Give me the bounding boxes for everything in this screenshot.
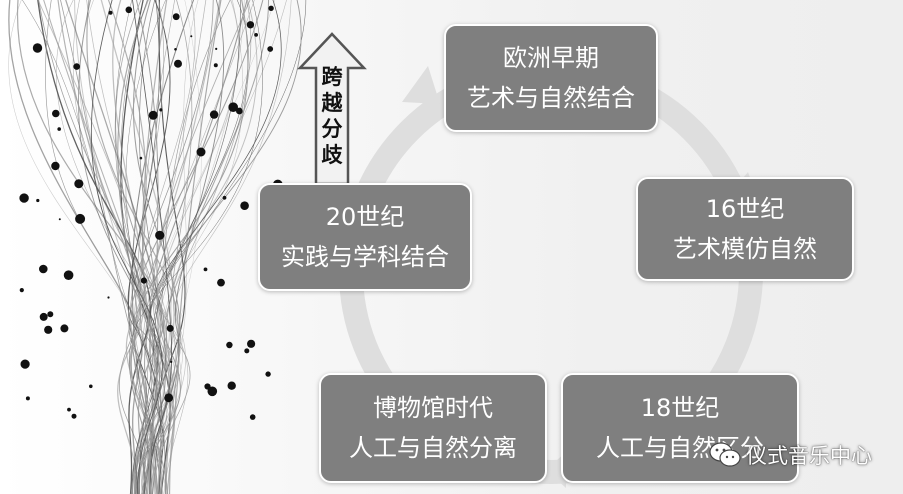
node-museum-title: 博物馆时代	[373, 388, 493, 428]
node-20c-title: 20世纪	[326, 197, 405, 237]
node-20c-subtitle: 实践与学科结合	[281, 237, 449, 277]
node-16c-title: 16世纪	[706, 189, 785, 229]
node-europe-early: 欧洲早期 艺术与自然结合	[444, 24, 658, 132]
node-16th-century: 16世纪 艺术模仿自然	[636, 177, 854, 281]
node-16c-subtitle: 艺术模仿自然	[673, 229, 817, 269]
node-museum-era: 博物馆时代 人工与自然分离	[319, 373, 547, 483]
cross-char-2: 越	[322, 90, 343, 116]
node-18c-title: 18世纪	[641, 388, 720, 428]
watermark-text: 仪式音乐中心	[746, 440, 872, 470]
node-museum-subtitle: 人工与自然分离	[349, 428, 517, 468]
cross-char-1: 跨	[322, 64, 343, 90]
watermark: 仪式音乐中心	[708, 440, 872, 470]
node-europe-subtitle: 艺术与自然结合	[467, 78, 635, 118]
cross-divergence-label: 跨 越 分 歧	[316, 64, 348, 168]
wechat-icon	[708, 441, 742, 469]
cross-char-4: 歧	[322, 142, 343, 168]
cross-char-3: 分	[322, 116, 343, 142]
cycle-arrowhead-top	[402, 66, 440, 104]
node-20th-century: 20世纪 实践与学科结合	[258, 183, 472, 291]
node-europe-title: 欧洲早期	[503, 38, 599, 78]
